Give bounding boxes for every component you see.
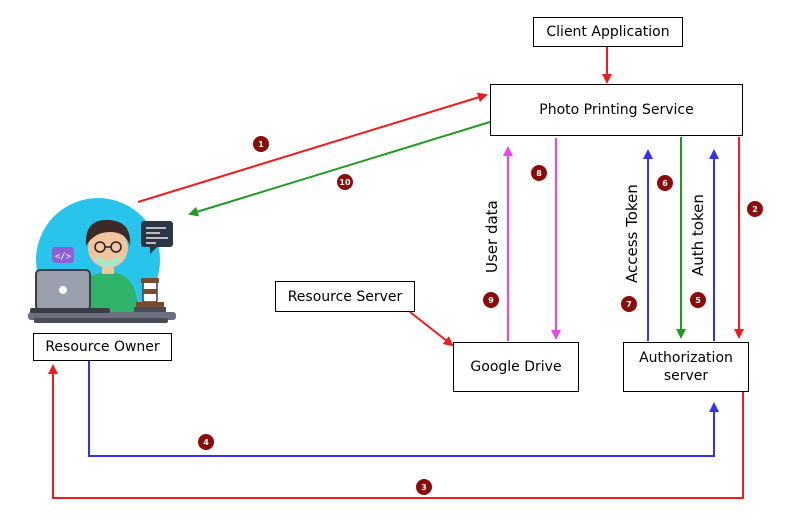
auth-token-label: Auth token xyxy=(689,194,707,276)
svg-text:8: 8 xyxy=(536,169,542,178)
svg-text:3: 3 xyxy=(421,483,427,492)
arrow-step-3 xyxy=(48,364,744,499)
code-bubble-icon xyxy=(141,221,173,254)
svg-text:5: 5 xyxy=(695,296,701,305)
authorization-server-label-line2: server xyxy=(663,368,709,384)
svg-text:7: 7 xyxy=(626,300,632,309)
client-application-box: Client Application xyxy=(533,17,683,47)
step-badge-7: 7 xyxy=(621,296,637,312)
developer-at-laptop-icon: </> xyxy=(28,198,176,323)
photo-printing-service-box: Photo Printing Service xyxy=(490,84,743,136)
photo-printing-service-label: Photo Printing Service xyxy=(539,102,694,118)
svg-text:6: 6 xyxy=(662,179,668,188)
step-badge-9: 9 xyxy=(483,292,499,308)
arrow-resource-server-to-drive xyxy=(409,311,454,347)
resource-server-box: Resource Server xyxy=(275,281,415,312)
step-badge-10: 10 xyxy=(337,174,353,190)
arrow-step-10 xyxy=(188,121,491,217)
step-badge-1: 1 xyxy=(253,136,269,152)
client-application-label: Client Application xyxy=(546,24,670,40)
step-badge-2: 2 xyxy=(747,201,763,217)
svg-text:</>: </> xyxy=(55,252,72,262)
user-data-label: User data xyxy=(483,200,501,273)
google-drive-box: Google Drive xyxy=(453,342,579,392)
svg-text:1: 1 xyxy=(258,140,264,149)
google-drive-label: Google Drive xyxy=(470,359,562,375)
step-badge-4: 4 xyxy=(198,434,214,450)
step-badge-8: 8 xyxy=(531,165,547,181)
step-badge-5: 5 xyxy=(690,292,706,308)
authorization-server-label-line1: Authorization xyxy=(639,350,733,366)
arrow-step-4 xyxy=(88,361,719,457)
arrow-step-1 xyxy=(137,92,488,203)
access-token-label: Access Token xyxy=(623,184,641,283)
svg-text:4: 4 xyxy=(203,438,209,447)
step-badge-6: 6 xyxy=(657,175,673,191)
svg-text:9: 9 xyxy=(488,296,494,305)
authorization-server-box: Authorization server xyxy=(623,342,749,392)
resource-owner-box: Resource Owner xyxy=(33,333,172,361)
svg-text:2: 2 xyxy=(752,205,758,214)
svg-text:10: 10 xyxy=(339,178,351,187)
resource-owner-label: Resource Owner xyxy=(45,339,160,355)
step-badge-3: 3 xyxy=(416,479,432,495)
resource-server-label: Resource Server xyxy=(287,288,403,305)
